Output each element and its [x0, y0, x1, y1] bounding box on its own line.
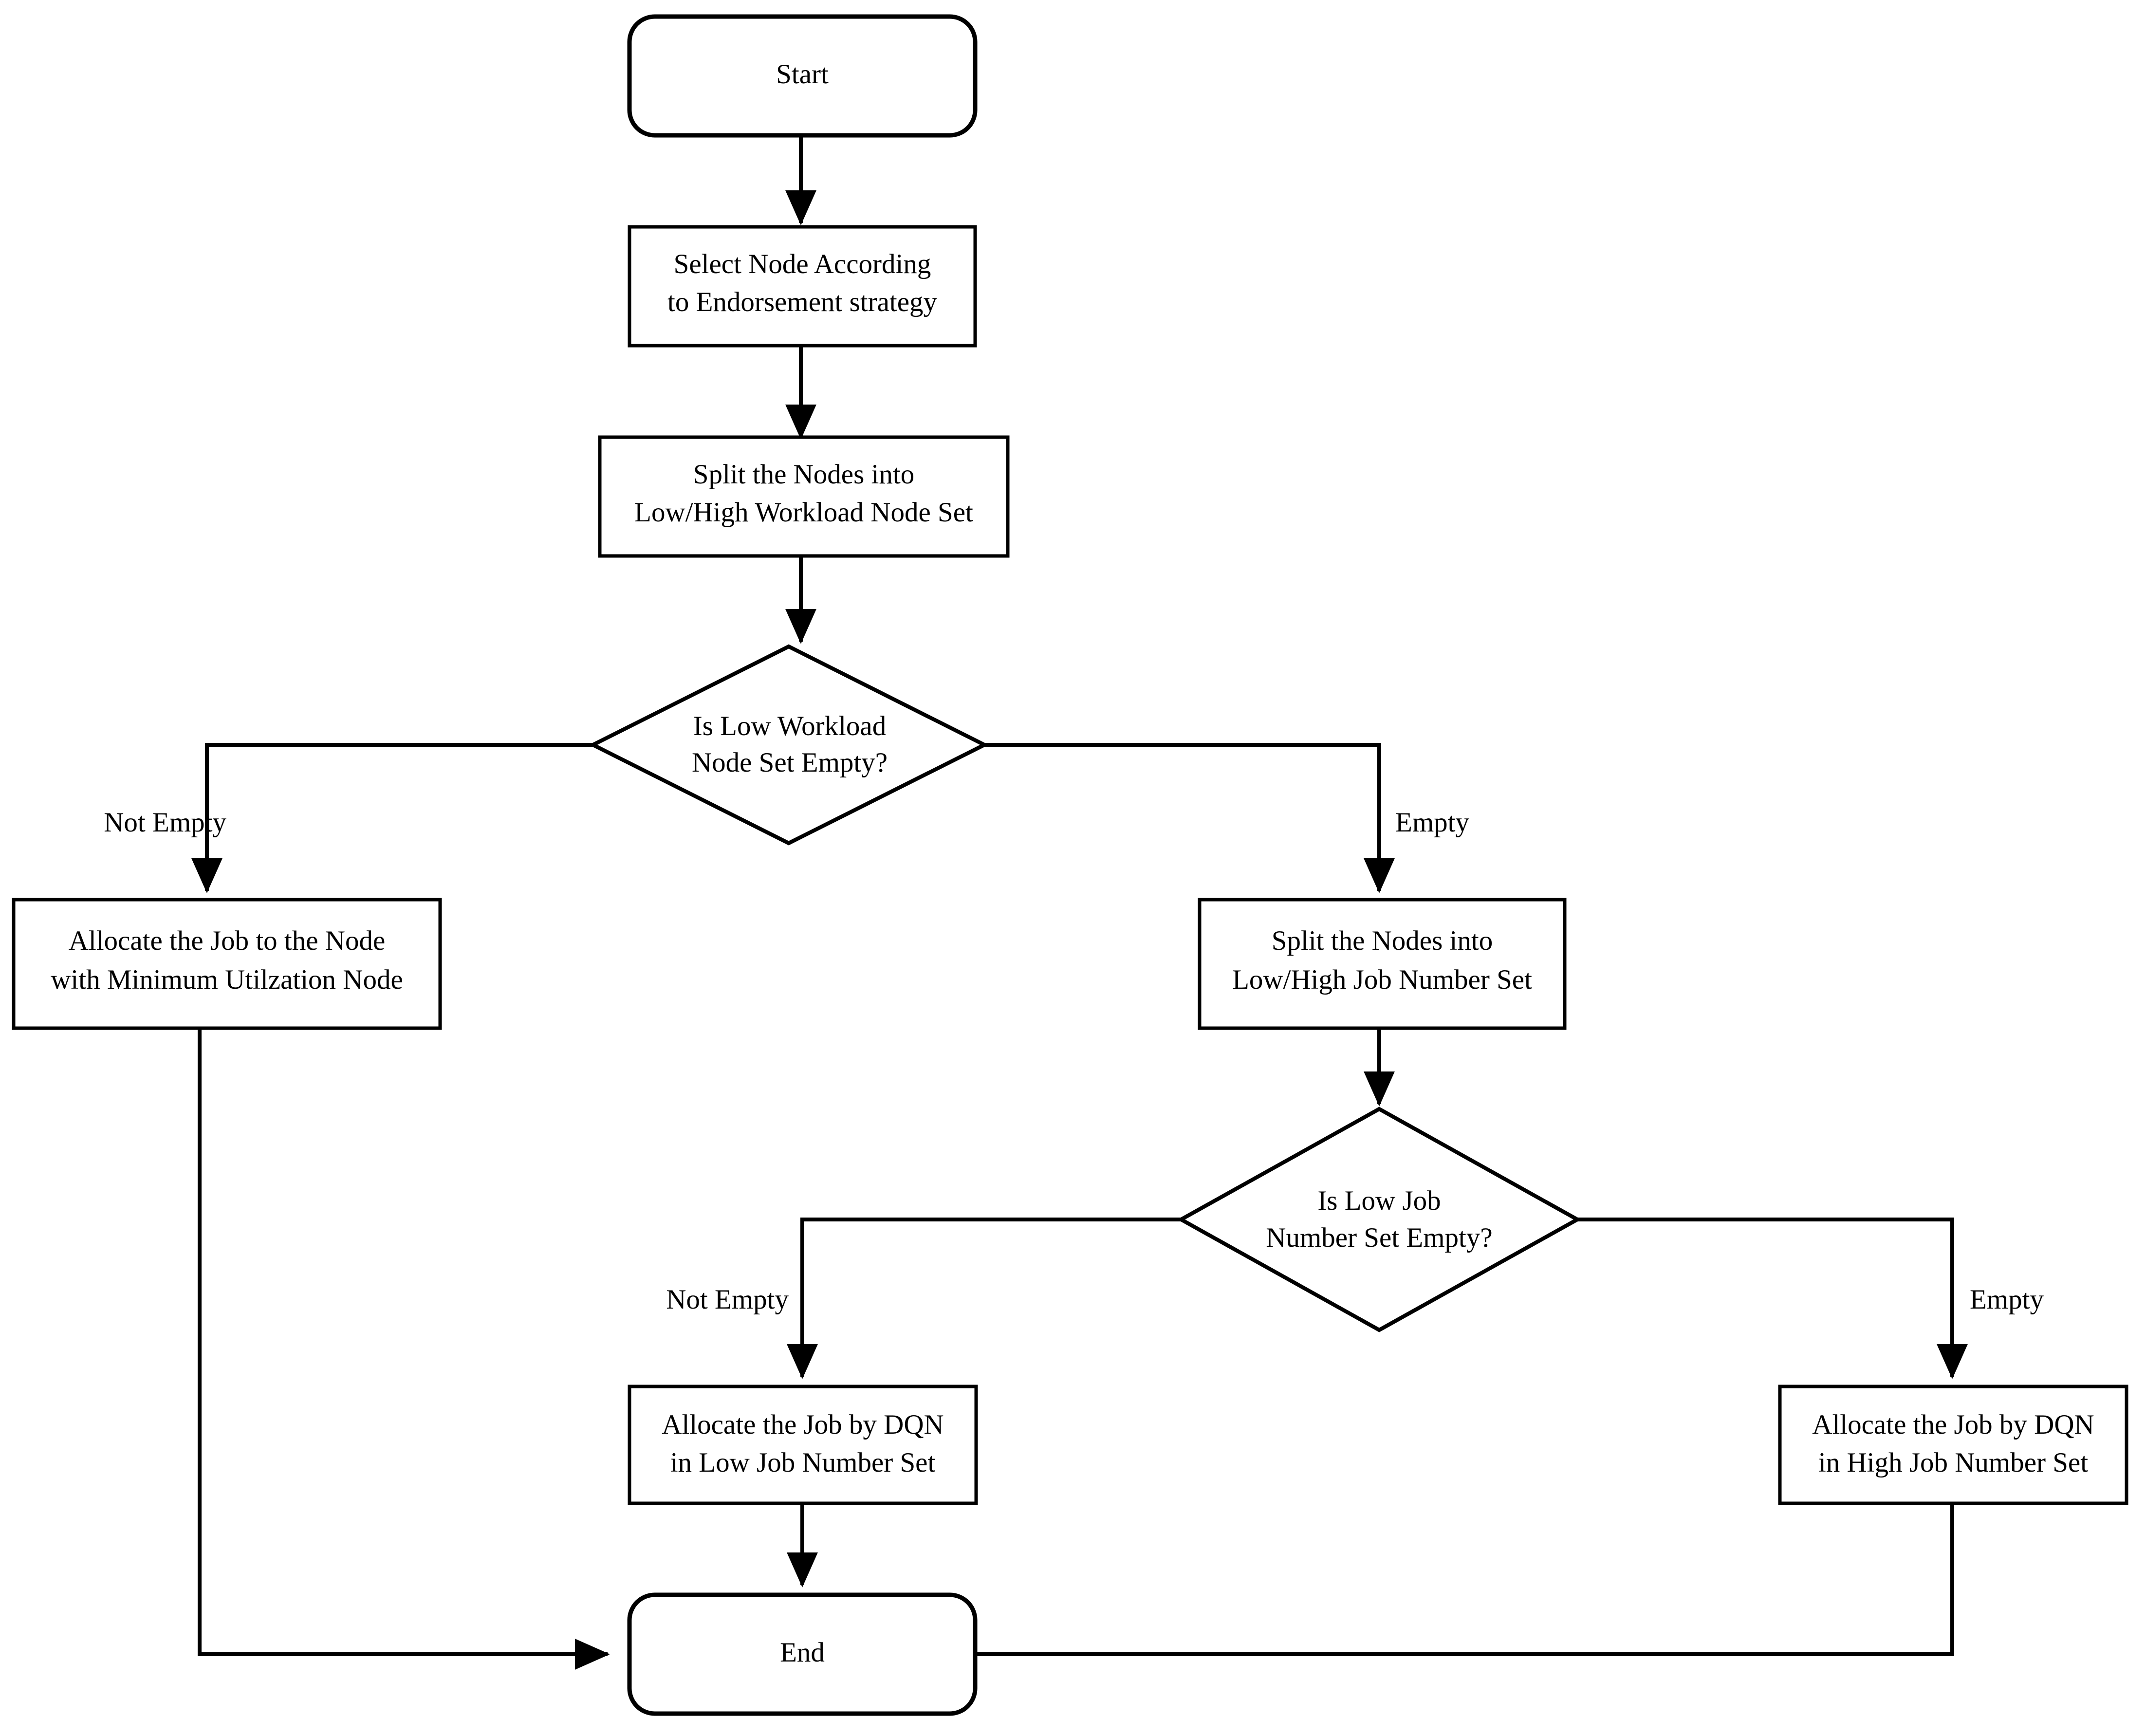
decision-workload-label-line-2: Node Set Empty?	[692, 747, 888, 778]
connector-dqn-high-to-end	[841, 1502, 1954, 1670]
node-decision-jobnumber[interactable]: Is Low Job Number Set Empty?	[1177, 1107, 1582, 1332]
node-allocate-dqn-low[interactable]: Allocate the Job by DQN in Low Job Numbe…	[628, 1385, 978, 1505]
decision-workload-label-line-1: Is Low Workload	[693, 711, 886, 741]
decision-jobnumber-shape	[1177, 1107, 1582, 1332]
split-jobnumber-shape	[1198, 898, 1567, 1030]
edge-label-workload-not-empty: Not Empty	[104, 807, 226, 838]
connector-decision-jobnumber-empty	[1577, 1218, 1968, 1379]
allocate-min-util-label-line-2: with Minimum Utilzation Node	[51, 964, 403, 995]
node-start[interactable]: Start	[627, 14, 978, 138]
end-node-label: End	[780, 1637, 825, 1668]
allocate-dqn-high-label-line-1: Allocate the Job by DQN	[1812, 1409, 2094, 1440]
allocate-dqn-low-label-line-1: Allocate the Job by DQN	[662, 1409, 944, 1440]
connector-decision-workload-not-empty	[191, 743, 593, 893]
start-node-label: Start	[776, 59, 829, 90]
node-decision-workload[interactable]: Is Low Workload Node Set Empty?	[589, 644, 989, 846]
node-split-workload[interactable]: Split the Nodes into Low/High Workload N…	[598, 435, 1010, 558]
connector-min-util-to-end	[198, 1028, 610, 1670]
allocate-min-util-label-line-1: Allocate the Job to the Node	[69, 925, 386, 956]
connector-decision-jobnumber-not-empty	[787, 1218, 1181, 1379]
split-workload-label-line-1: Split the Nodes into	[693, 459, 914, 490]
allocate-dqn-high-shape	[1778, 1385, 2128, 1505]
edge-label-jobnumber-not-empty: Not Empty	[666, 1284, 789, 1315]
node-allocate-dqn-high[interactable]: Allocate the Job by DQN in High Job Numb…	[1778, 1385, 2128, 1505]
node-allocate-min-util[interactable]: Allocate the Job to the Node with Minimu…	[12, 898, 442, 1030]
select-node-label-line-2: to Endorsement strategy	[667, 287, 938, 317]
node-split-jobnumber[interactable]: Split the Nodes into Low/High Job Number…	[1198, 898, 1567, 1030]
start-node-shape	[627, 14, 978, 138]
node-end[interactable]: End	[627, 1592, 978, 1716]
edge-label-jobnumber-empty: Empty	[1970, 1284, 2044, 1315]
end-node-shape	[627, 1592, 978, 1716]
decision-jobnumber-label-line-1: Is Low Job	[1317, 1185, 1441, 1216]
select-node-shape	[628, 225, 977, 348]
node-select-node[interactable]: Select Node According to Endorsement str…	[628, 225, 977, 348]
allocate-dqn-high-label-line-2: in High Job Number Set	[1818, 1447, 2088, 1478]
decision-workload-shape	[589, 644, 989, 846]
allocate-min-util-shape	[12, 898, 442, 1030]
split-workload-label-line-2: Low/High Workload Node Set	[634, 497, 973, 528]
split-jobnumber-label-line-2: Low/High Job Number Set	[1232, 964, 1532, 995]
split-jobnumber-label-line-1: Split the Nodes into	[1272, 925, 1493, 956]
allocate-dqn-low-label-line-2: in Low Job Number Set	[670, 1447, 936, 1478]
decision-jobnumber-label-line-2: Number Set Empty?	[1266, 1222, 1492, 1253]
connector-decision-workload-empty	[984, 743, 1395, 893]
edge-label-workload-empty: Empty	[1395, 807, 1469, 838]
split-workload-node-shape	[598, 435, 1010, 558]
allocate-dqn-low-shape	[628, 1385, 978, 1505]
select-node-label-line-1: Select Node According	[674, 249, 931, 279]
